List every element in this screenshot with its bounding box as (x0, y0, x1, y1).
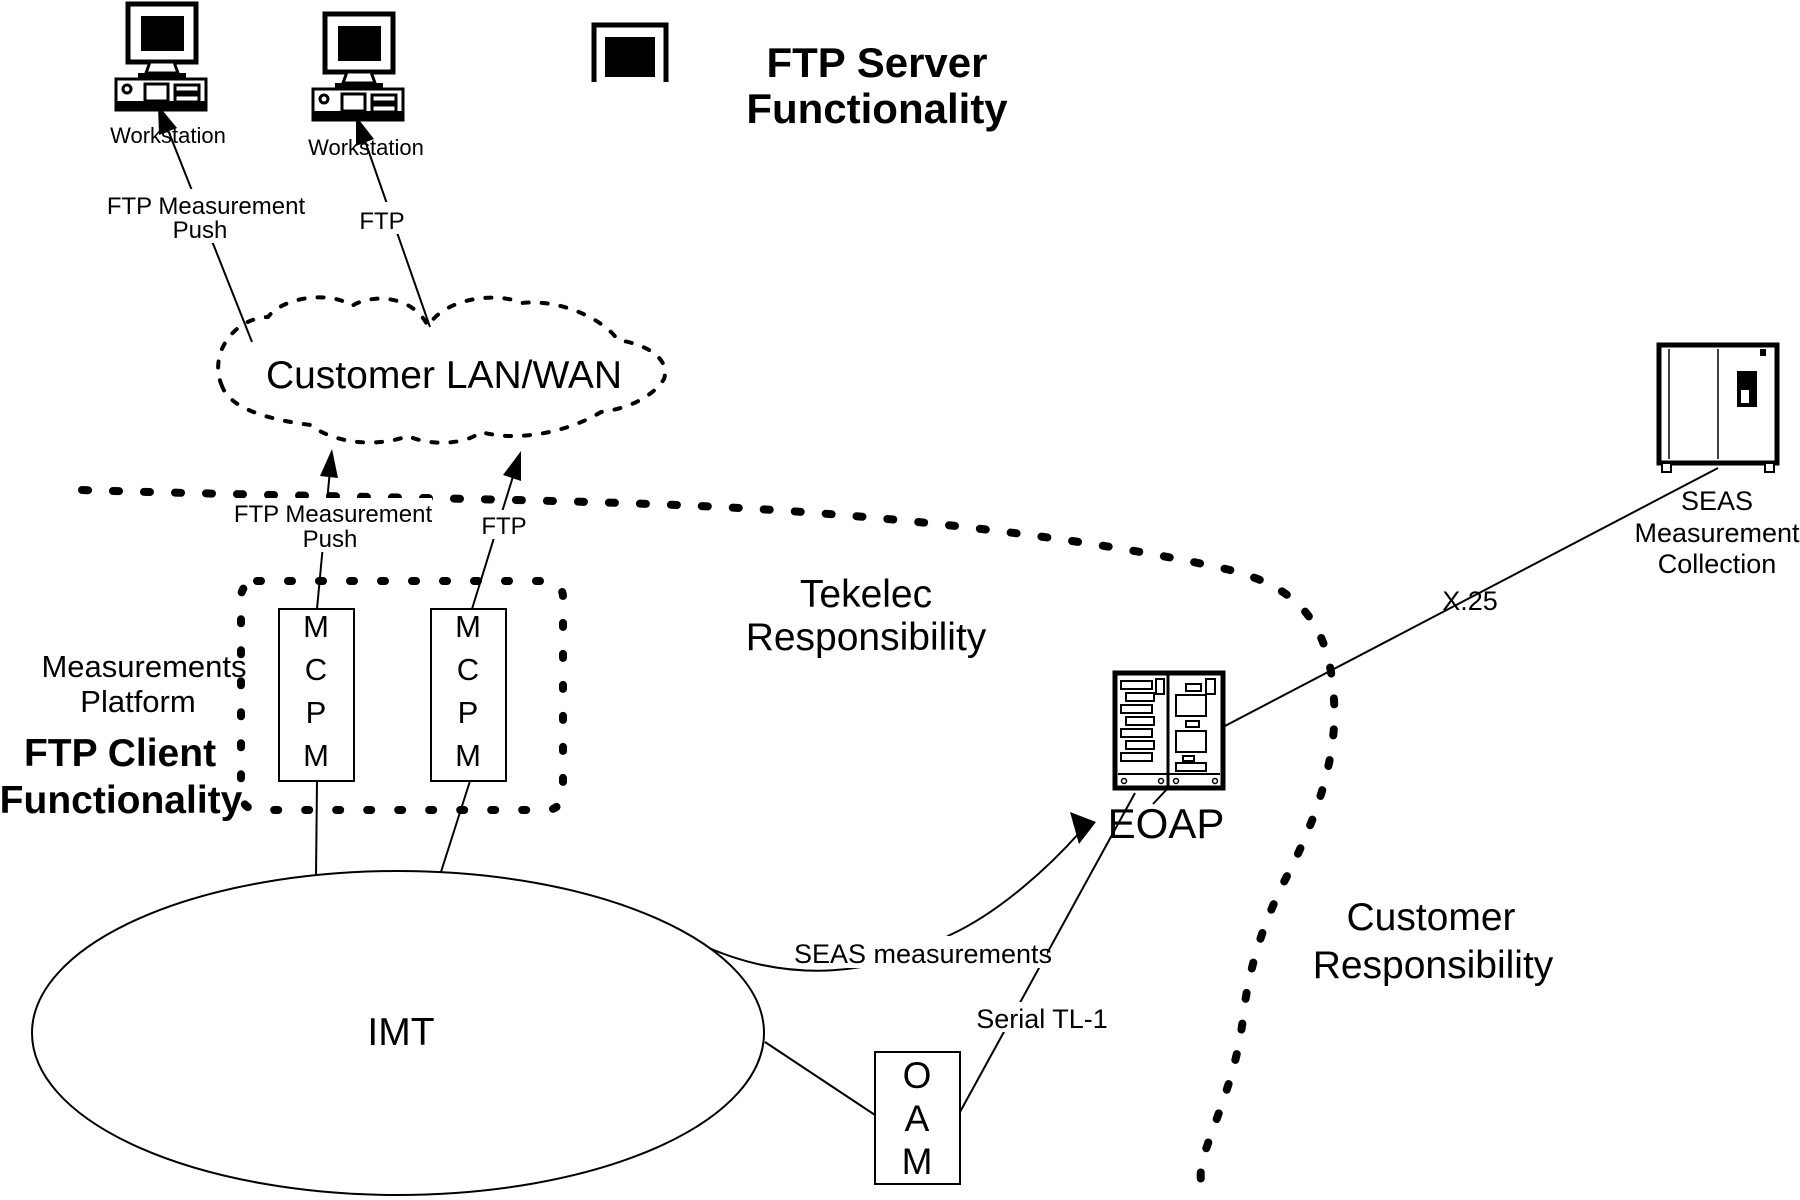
oam-letter-m: M (902, 1141, 933, 1182)
oam-box: O A M (874, 1051, 961, 1185)
workstation-1-label: Workstation (110, 123, 226, 148)
x25-label: X.25 (1442, 586, 1498, 616)
seas-collection-line2: Measurement (1634, 518, 1800, 548)
workstation-2-label: Workstation (308, 135, 424, 160)
customer-line1: Customer (1346, 896, 1515, 939)
oam-letter-a: A (905, 1098, 930, 1139)
tekelec-line1: Tekelec (800, 573, 932, 616)
ftp-client-line2: Functionality (0, 779, 243, 822)
ftp-upper-label: FTP (359, 208, 404, 235)
eoap-seas-x25-link (1222, 467, 1719, 728)
ftp-push-upper-label: FTP Measurement Push (107, 193, 306, 244)
ftp-lower-label: FTP (481, 513, 526, 540)
mcpm1-letter-p: P (306, 695, 327, 730)
tekelec-responsibility-label: Tekelec Responsibility (746, 573, 987, 659)
mcpm-board-2: M C P M (430, 608, 507, 782)
seas-measurements-label-underlay (799, 936, 1047, 968)
tekelec-line2: Responsibility (746, 616, 987, 659)
imt-oam-link (764, 1041, 876, 1116)
mcpm-board-1: M C P M (278, 608, 355, 782)
upper-push-label-underlay (116, 189, 294, 243)
ftp-push-lower-line2: Push (303, 526, 358, 553)
measurements-platform-border (237, 577, 567, 814)
ftp-server-functionality-title: FTP Server Functionality (746, 39, 1008, 132)
mcpm1-letter-m2: M (303, 738, 329, 773)
eoap-label: EOAP (1108, 800, 1225, 847)
customer-line2: Responsibility (1313, 944, 1554, 987)
customer-lan-wan-cloud: Customer LAN/WAN (216, 295, 668, 445)
eoap-server-icon (1112, 670, 1226, 791)
workstation-2-icon (313, 14, 403, 120)
seas-collection-line1: SEAS (1681, 486, 1753, 516)
seas-collection-label: SEAS Measurement Collection (1634, 486, 1800, 579)
ftp-client-line1: FTP Client (24, 732, 216, 775)
measurements-platform-line1: Measurements (41, 649, 246, 684)
measurements-platform-line2: Platform (80, 684, 195, 719)
mcpm1-letter-c: C (305, 652, 327, 687)
workstation-1-icon (116, 4, 206, 110)
ftp-server-title-line1: FTP Server (766, 39, 987, 86)
lower-push-label-underlay (232, 498, 432, 552)
ftp-arrow-to-cloud (471, 451, 521, 610)
ftp-push-upper-line2: Push (173, 217, 228, 244)
eoap-label-tick (1152, 787, 1169, 805)
seas-measurements-label: SEAS measurements (794, 939, 1052, 969)
mcpm2-letter-m2: M (455, 738, 481, 773)
ftp-server-icon (591, 22, 669, 82)
mcpm2-letter-c: C (457, 652, 479, 687)
ftp-client-functionality-title: FTP Client Functionality (0, 732, 243, 822)
serial-tl1-label: Serial TL-1 (976, 1004, 1108, 1034)
cloud-label: Customer LAN/WAN (266, 354, 622, 397)
upper-ftp-label-underlay (356, 202, 408, 234)
ftp-push-lower-line1: FTP Measurement (234, 501, 433, 528)
serial-label-underlay (975, 1002, 1107, 1032)
measurements-platform-label: Measurements Platform (41, 649, 246, 719)
ftp-push-upper-line1: FTP Measurement (107, 193, 306, 220)
imt-label: IMT (367, 1011, 434, 1054)
lower-ftp-label-underlay (476, 510, 532, 539)
ftp-server-title-line2: Functionality (746, 85, 1008, 132)
imt-ring: IMT (31, 870, 765, 1196)
seas-collection-line3: Collection (1658, 549, 1777, 579)
oam-letter-o: O (903, 1055, 932, 1096)
ftp-push-lower-label: FTP Measurement Push (234, 501, 433, 553)
seas-cabinet-icon (1656, 342, 1780, 473)
mcpm2-letter-p: P (458, 695, 479, 730)
mcpm1-imt-link (315, 780, 318, 877)
customer-responsibility-label: Customer Responsibility (1313, 896, 1554, 987)
responsibility-boundary-line (78, 486, 1339, 1200)
mcpm2-imt-link (439, 780, 471, 876)
oam-eoap-serial-link (959, 792, 1136, 1113)
mcpm1-letter-m1: M (303, 609, 329, 644)
mcpm2-letter-m1: M (455, 609, 481, 644)
